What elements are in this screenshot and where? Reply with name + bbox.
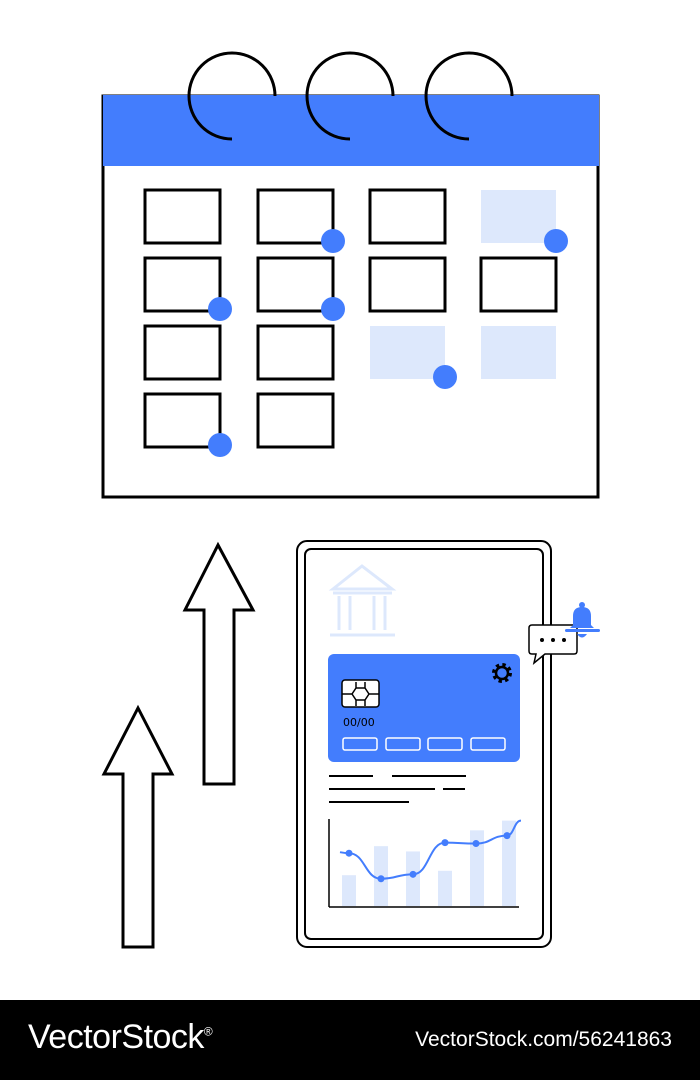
chart-bar [502, 820, 516, 906]
chart-point [503, 832, 511, 840]
arrow-up-large [182, 541, 256, 786]
calendar-ring [187, 51, 277, 141]
chart-bars [342, 820, 516, 906]
card-body [328, 654, 520, 762]
calendar-day-cell [256, 392, 335, 449]
calendar-icon [101, 51, 600, 499]
bell-icon [565, 602, 600, 638]
calendar-day-cell [256, 256, 335, 313]
calendar-day-cell [143, 256, 222, 313]
calendar-day-cell [479, 256, 558, 313]
footer-brand: VectorStock® [28, 1018, 213, 1057]
line-chart-icon [328, 819, 522, 908]
calendar-ring [305, 51, 395, 141]
calendar-event-dot [544, 229, 568, 253]
arrow-up-small [101, 704, 175, 949]
calendar-day-cell [368, 188, 447, 245]
calendar-day-cell [143, 324, 222, 381]
chart-point [409, 870, 417, 878]
watermark-footer: VectorStock® VectorStock.com/56241863 [0, 1000, 700, 1080]
calendar-day-cell [143, 188, 222, 245]
chart-bar [470, 830, 484, 906]
footer-brand-mark: ® [203, 1024, 213, 1039]
calendar-grid [143, 188, 568, 457]
calendar-event-dot [208, 433, 232, 457]
chart-bar [342, 875, 356, 906]
footer-reference: VectorStock.com/56241863 [415, 1028, 672, 1051]
chart-point [345, 849, 353, 857]
calendar-day-cell [370, 326, 445, 379]
calendar-rings [187, 51, 514, 141]
calendar-day-cell [481, 190, 556, 243]
illustration: 00/00 [101, 51, 600, 949]
footer-brand-text: VectorStock [28, 1018, 204, 1056]
chart-bar [438, 870, 452, 906]
calendar-ring [424, 51, 514, 141]
chart-bar [406, 851, 420, 906]
calendar-event-dot [321, 229, 345, 253]
credit-card: 00/00 [328, 654, 520, 762]
phone-device: 00/00 [296, 540, 552, 948]
calendar-header [103, 95, 599, 166]
text-placeholder-lines [329, 775, 466, 803]
card-chip-icon [341, 679, 380, 708]
calendar-day-cell [143, 392, 222, 449]
bank-icon [328, 564, 397, 637]
card-number-blocks [342, 737, 506, 751]
chart-point [377, 875, 385, 883]
calendar-event-dot [208, 297, 232, 321]
card-expiry: 00/00 [343, 716, 375, 729]
calendar-day-cell [368, 256, 447, 313]
calendar-event-dot [433, 365, 457, 389]
chart-points [345, 832, 511, 883]
chart-point [472, 840, 480, 848]
calendar-event-dot [321, 297, 345, 321]
arrow-up-icon [101, 541, 256, 949]
calendar-day-cell [481, 326, 556, 379]
calendar-day-cell [256, 324, 335, 381]
chart-point [441, 839, 449, 847]
calendar-day-cell [256, 188, 335, 245]
gear-icon [492, 663, 512, 683]
